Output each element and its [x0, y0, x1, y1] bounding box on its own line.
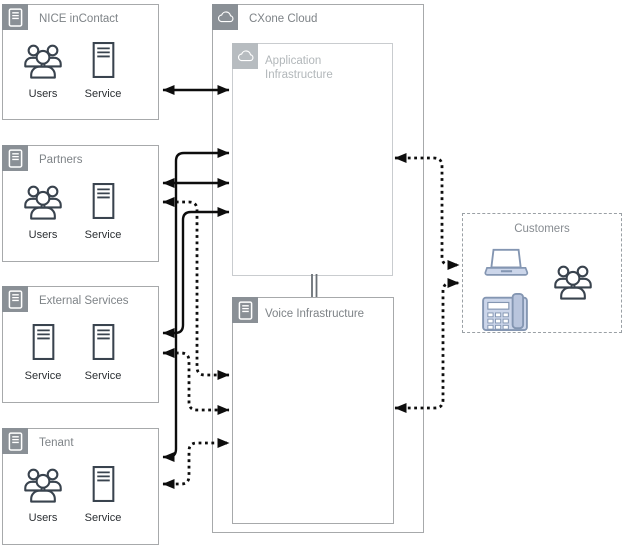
node-nice-incontact: NICE inContact Users Service [2, 4, 159, 120]
diagram-item-service: Service [15, 319, 71, 382]
users-icon [15, 178, 71, 220]
item-label: Users [28, 512, 58, 524]
users-icon [553, 263, 593, 305]
item-label: Service [84, 229, 122, 241]
diagram-item-users: Users [15, 37, 71, 100]
node-title: NICE inContact [39, 13, 119, 25]
node-title: Voice Infrastructure [265, 308, 365, 320]
node-title: CXone Cloud [249, 13, 318, 25]
diagram-item-service: Service [75, 461, 131, 524]
diagram-item-service: Service [75, 319, 131, 382]
node-title: Customers [514, 223, 570, 235]
laptop-icon [483, 247, 530, 291]
item-label: Users [28, 88, 58, 100]
users-icon [15, 37, 71, 79]
item-label: Users [28, 229, 58, 241]
node-title: Application Infrastructure [265, 55, 333, 81]
cloud-icon [212, 4, 238, 30]
node-customers: Customers [462, 213, 622, 333]
diagram-item-service: Service [75, 37, 131, 100]
desk-phone-icon [481, 292, 529, 337]
service-icon [15, 319, 71, 361]
item-label: Service [84, 512, 122, 524]
node-title: Tenant [39, 437, 74, 449]
diagram-item-service: Service [75, 178, 131, 241]
node-cxone-cloud: CXone Cloud Application Infrastructure V… [212, 4, 424, 533]
service-icon [75, 319, 131, 361]
service-icon [75, 178, 131, 220]
diagram-item-users: Users [15, 461, 71, 524]
service-icon [75, 37, 131, 79]
service-icon [75, 461, 131, 503]
node-application-infrastructure: Application Infrastructure [232, 43, 393, 276]
item-label: Service [84, 370, 122, 382]
server-icon [2, 286, 28, 312]
node-tenant: Tenant Users Service [2, 428, 159, 545]
item-label: Service [84, 88, 122, 100]
server-icon [2, 428, 28, 454]
node-title: Partners [39, 154, 83, 166]
node-title: External Services [39, 295, 129, 307]
server-icon [232, 297, 258, 323]
users-icon [15, 461, 71, 503]
server-icon [2, 4, 28, 30]
cloud-icon [232, 43, 258, 69]
node-voice-infrastructure: Voice Infrastructure [232, 297, 394, 524]
diagram-item-users: Users [15, 178, 71, 241]
node-external-services: External Services Service Service [2, 286, 159, 403]
node-partners: Partners Users Service [2, 145, 159, 262]
item-label: Service [24, 370, 62, 382]
server-icon [2, 145, 28, 171]
